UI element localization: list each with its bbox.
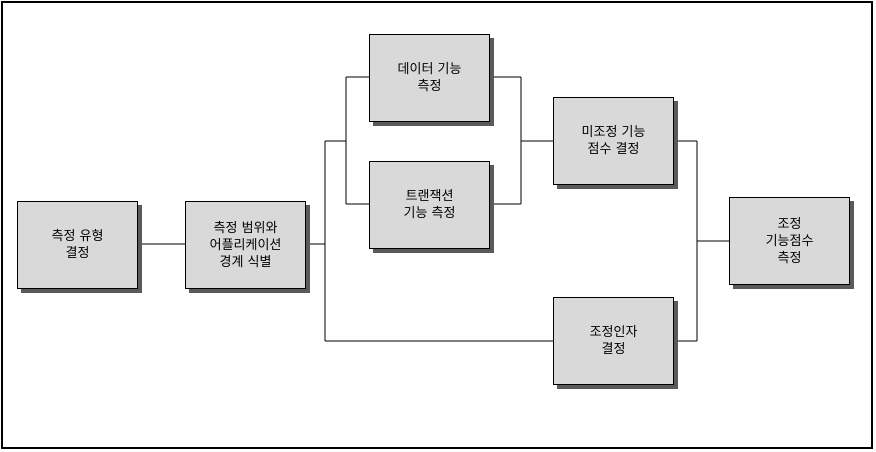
node-determine-measurement-type: 측정 유형 결정	[17, 201, 138, 289]
node-measure-adjusted-score: 조정 기능점수 측정	[729, 197, 850, 285]
node-measure-data-functions: 데이터 기능 측정	[369, 34, 490, 122]
node-identify-scope-boundary: 측정 범위와 어플리케이션 경계 식별	[185, 201, 306, 289]
node-determine-unadjusted-score: 미조정 기능 점수 결정	[553, 97, 674, 185]
node-measure-transaction-functions: 트랜잭션 기능 측정	[369, 161, 490, 249]
node-determine-adjustment-factor: 조정인자 결정	[553, 297, 674, 385]
